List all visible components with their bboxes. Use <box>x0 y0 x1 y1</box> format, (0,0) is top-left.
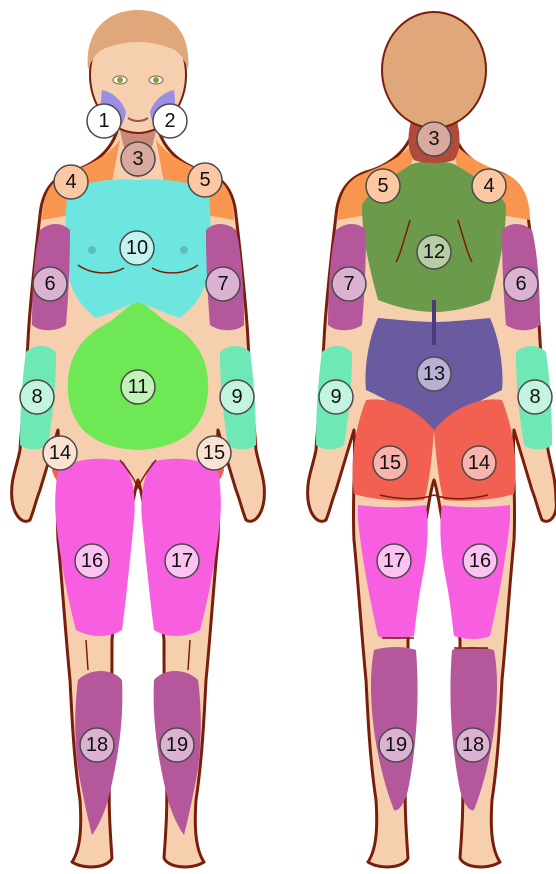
front-label: 7 <box>206 267 240 301</box>
svg-text:7: 7 <box>217 273 228 295</box>
back-label: 19 <box>379 728 413 762</box>
front-label: 11 <box>121 370 155 404</box>
svg-text:5: 5 <box>377 175 388 197</box>
front-label: 17 <box>165 544 199 578</box>
front-label: 3 <box>121 142 155 176</box>
back-label: 14 <box>462 446 496 480</box>
front-iris-left-icon <box>117 77 123 83</box>
back-label: 12 <box>417 235 451 269</box>
svg-text:9: 9 <box>330 386 341 408</box>
svg-text:1: 1 <box>98 110 109 132</box>
svg-text:19: 19 <box>166 734 188 756</box>
svg-text:17: 17 <box>171 550 193 572</box>
front-label: 6 <box>33 267 67 301</box>
back-label: 3 <box>417 122 451 156</box>
front-label: 19 <box>160 728 194 762</box>
front-label: 1 <box>87 104 121 138</box>
front-label: 5 <box>188 163 222 197</box>
front-label: 18 <box>80 728 114 762</box>
front-label: 8 <box>20 380 54 414</box>
svg-text:14: 14 <box>468 452 490 474</box>
back-head <box>382 12 486 128</box>
svg-text:4: 4 <box>65 171 76 193</box>
front-nipple-right-icon <box>180 246 188 254</box>
svg-text:16: 16 <box>81 550 103 572</box>
svg-text:16: 16 <box>469 550 491 572</box>
svg-text:15: 15 <box>203 442 225 464</box>
svg-text:17: 17 <box>383 550 405 572</box>
svg-text:2: 2 <box>164 110 175 132</box>
front-label: 16 <box>75 544 109 578</box>
svg-text:8: 8 <box>529 386 540 408</box>
svg-text:9: 9 <box>231 386 242 408</box>
back-label: 5 <box>366 169 400 203</box>
svg-text:18: 18 <box>462 734 484 756</box>
front-label: 14 <box>43 436 77 470</box>
back-label: 15 <box>373 446 407 480</box>
svg-text:7: 7 <box>343 273 354 295</box>
front-label: 15 <box>197 436 231 470</box>
front-label: 2 <box>153 104 187 138</box>
svg-text:19: 19 <box>385 734 407 756</box>
svg-text:15: 15 <box>379 452 401 474</box>
back-label: 18 <box>456 728 490 762</box>
svg-text:3: 3 <box>132 148 143 170</box>
front-label: 10 <box>120 231 154 265</box>
front-iris-right-icon <box>153 77 159 83</box>
back-label: 17 <box>377 544 411 578</box>
svg-text:4: 4 <box>483 175 494 197</box>
back-label: 4 <box>472 169 506 203</box>
front-nipple-left-icon <box>88 246 96 254</box>
svg-text:6: 6 <box>515 273 526 295</box>
front-figure <box>12 10 265 867</box>
svg-text:12: 12 <box>423 241 445 263</box>
svg-text:3: 3 <box>428 128 439 150</box>
svg-text:11: 11 <box>128 376 149 398</box>
back-label: 8 <box>518 380 552 414</box>
svg-text:18: 18 <box>86 734 108 756</box>
svg-text:14: 14 <box>49 442 71 464</box>
svg-text:5: 5 <box>199 169 210 191</box>
svg-text:10: 10 <box>126 237 148 259</box>
svg-text:13: 13 <box>423 363 445 385</box>
svg-text:6: 6 <box>44 273 55 295</box>
back-label: 16 <box>463 544 497 578</box>
back-label: 9 <box>319 380 353 414</box>
front-label: 4 <box>54 165 88 199</box>
back-label: 6 <box>504 267 538 301</box>
back-label: 13 <box>417 357 451 391</box>
back-label: 7 <box>332 267 366 301</box>
svg-text:8: 8 <box>31 386 42 408</box>
front-label: 9 <box>220 380 254 414</box>
